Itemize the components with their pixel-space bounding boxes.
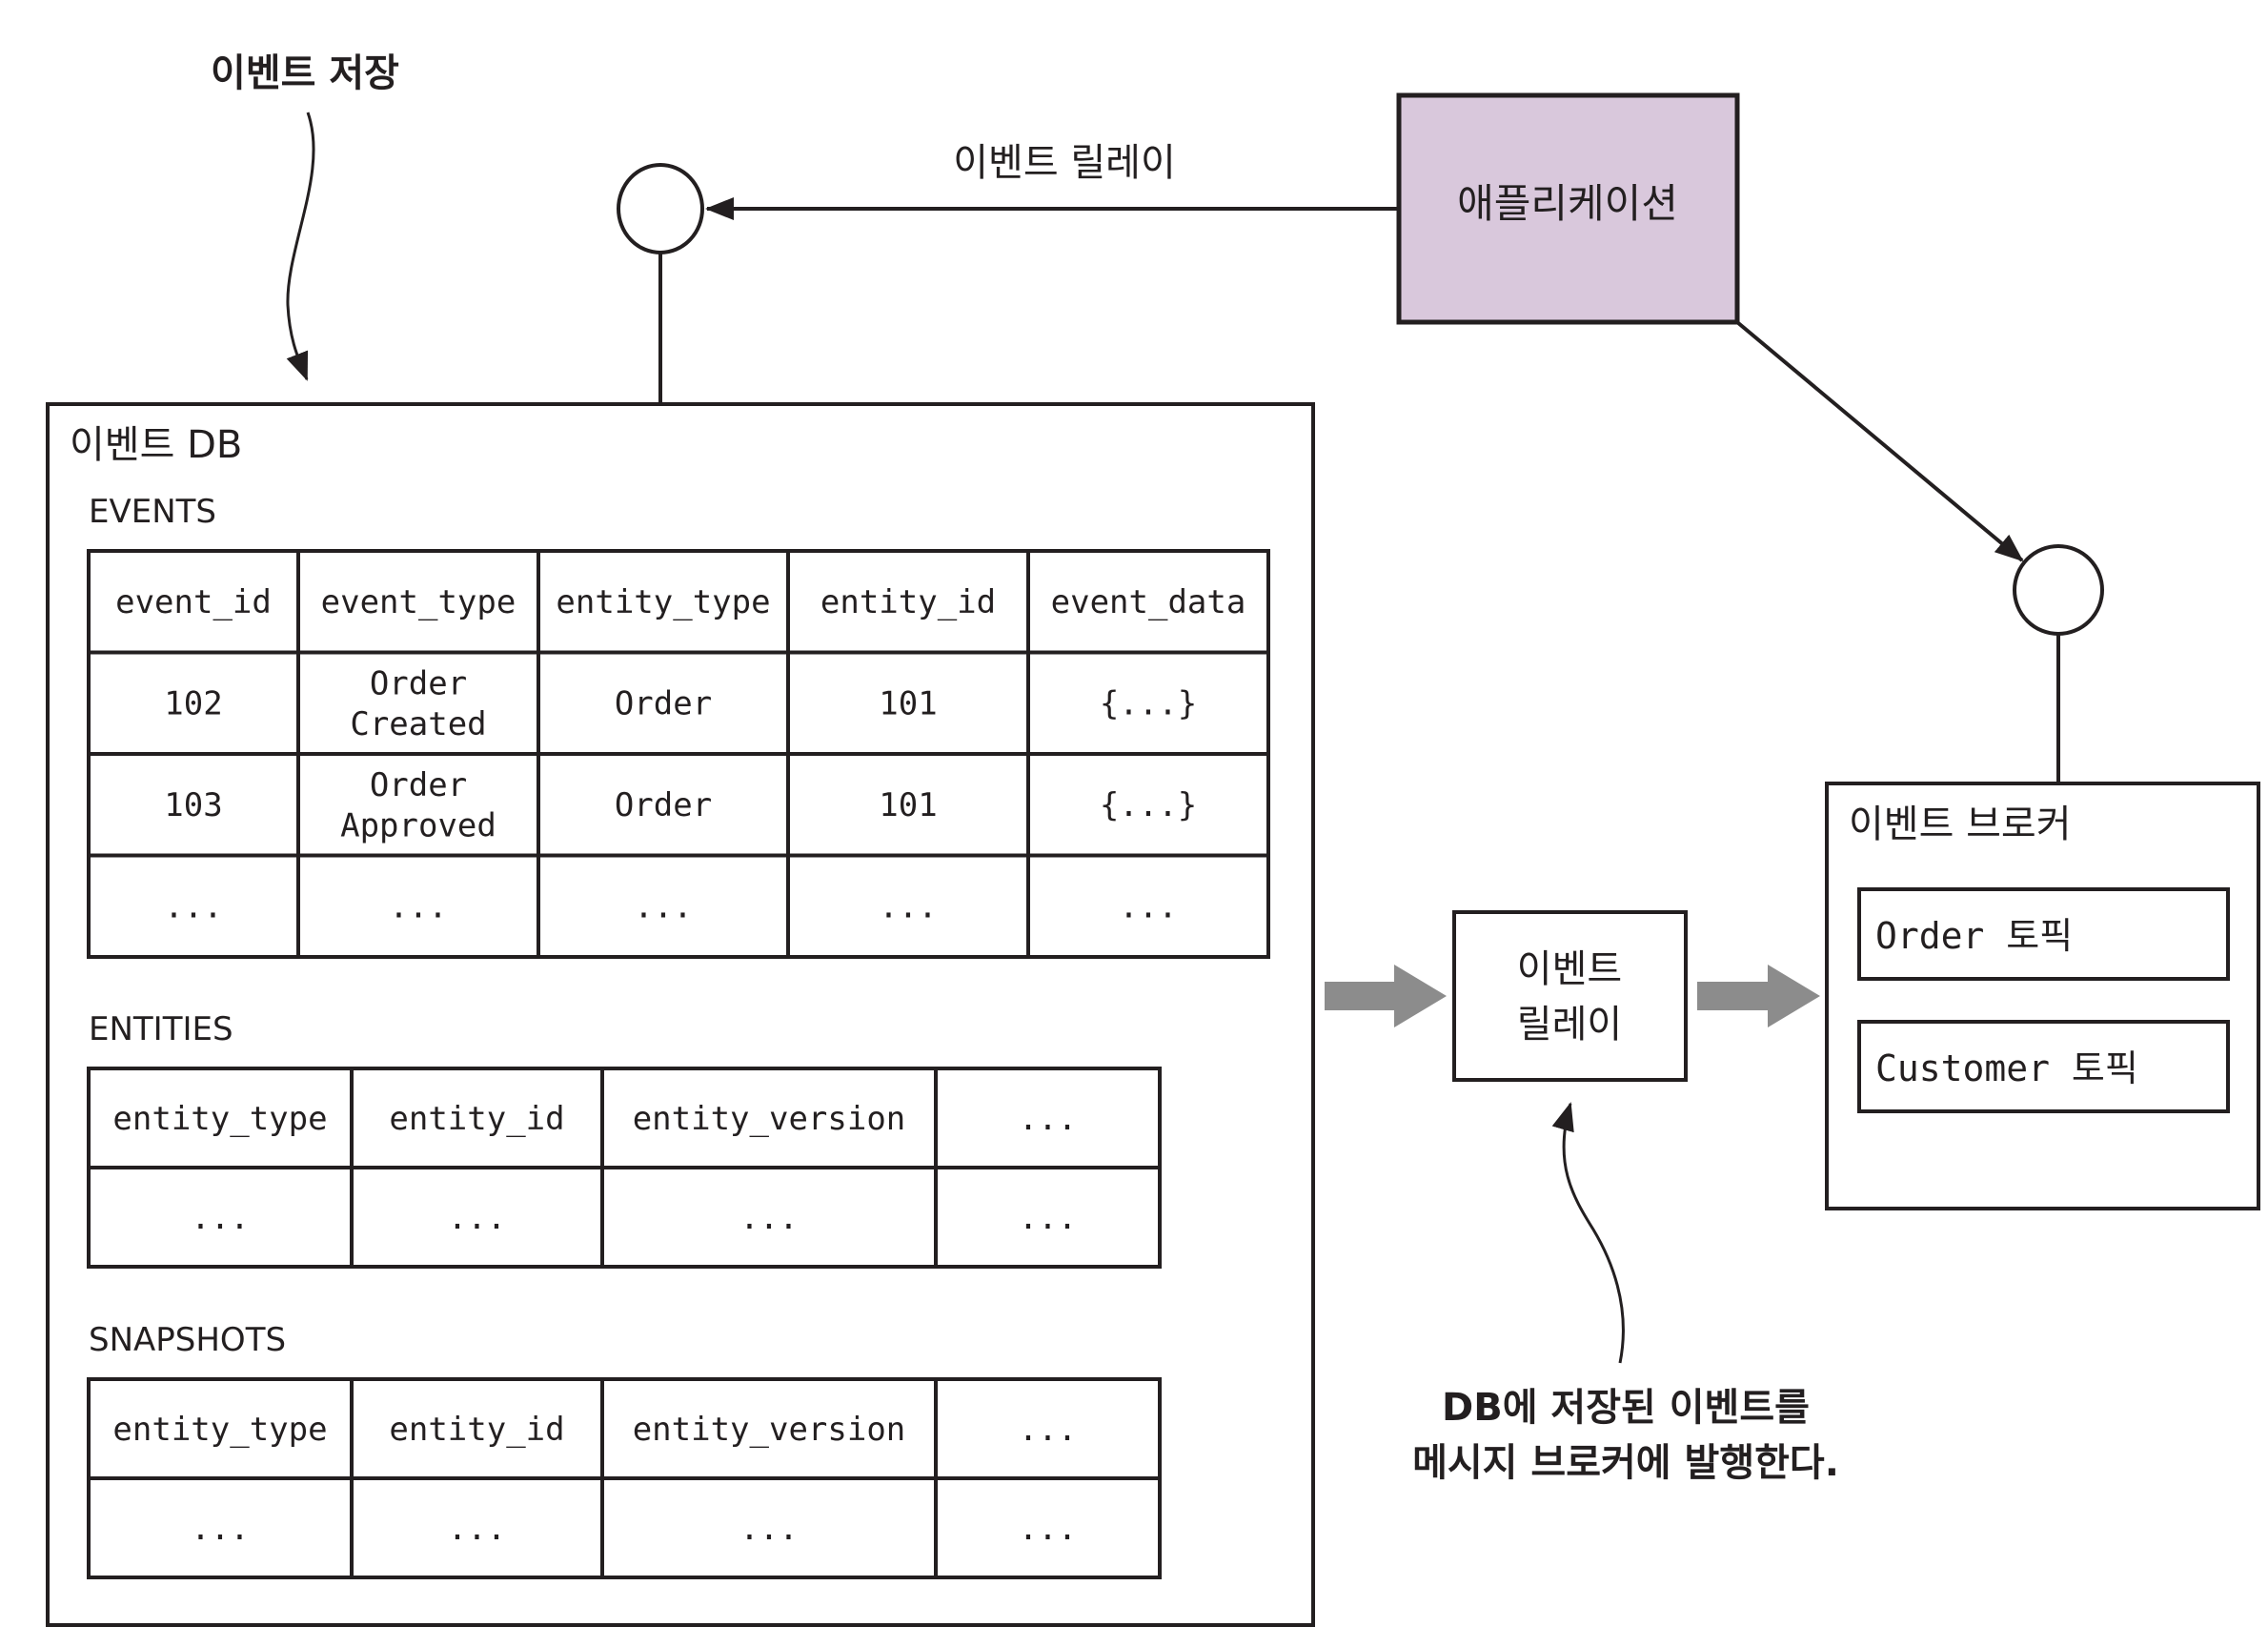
events-cell-text: 101 [879, 685, 937, 723]
events-cell-text: ... [1119, 888, 1177, 926]
event-relay-box-label-line2: 릴레이 [1517, 1003, 1622, 1047]
events-cell-text: {...} [1100, 685, 1197, 723]
events-cell-text: Order [615, 786, 712, 824]
snapshots-table: entity_type entity_id entity_version......… [87, 1377, 1162, 1579]
entities-table-cell [934, 1166, 1162, 1269]
snapshots-table-cell [87, 1476, 354, 1579]
entities-cell-text: ... [191, 1199, 249, 1237]
entities-table: entity_type entity_id entity_version......… [87, 1067, 1162, 1269]
events-table-cell [537, 650, 790, 756]
events-cell-text: ... [389, 888, 447, 926]
events-table-cell [1026, 752, 1270, 858]
events-table-cell [786, 853, 1030, 959]
event-db-box [46, 402, 1315, 1627]
snapshots-cell-text: ... [1019, 1510, 1077, 1548]
application-to-broker-arrow [1735, 320, 2024, 562]
snapshots-cell-text: ... [739, 1510, 798, 1548]
events-header-text: event_id [115, 583, 272, 621]
snapshots-cell-text: ... [191, 1510, 249, 1548]
entities-cell-text: ... [739, 1199, 798, 1237]
events-cell-text: Order [370, 664, 467, 702]
events-cell-text: Order [615, 685, 712, 723]
events-header-text: event_data [1051, 583, 1246, 621]
entities-cell-text: ... [448, 1199, 506, 1237]
entities-header-cell [87, 1067, 354, 1169]
snapshots-table-cell [600, 1476, 938, 1579]
relay-to-broker-flow-arrow [1697, 965, 1820, 1027]
customer-topic-box [1857, 1020, 2230, 1113]
entities-header-cell [934, 1067, 1162, 1169]
application-box [1396, 92, 1740, 325]
entities-table-cell [350, 1166, 604, 1269]
events-cell-text: Order [370, 766, 467, 804]
events-table-cell [87, 853, 300, 959]
relay-annotation-pointer-arrow [1551, 1102, 1625, 1364]
entities-header-text: ... [1019, 1100, 1077, 1138]
event-relay-edge-label: 이벤트 릴레이 [953, 141, 1176, 185]
entities-cell-text: ... [1019, 1199, 1077, 1237]
events-cell-text: Approved [340, 806, 496, 844]
events-table-cell [1026, 650, 1270, 756]
events-header-text: entity_type [556, 583, 770, 621]
snapshots-header-text: ... [1019, 1411, 1077, 1449]
events-table-cell [296, 752, 540, 858]
snapshots-header-text: entity_version [633, 1411, 906, 1449]
event-relay-box [1452, 910, 1688, 1082]
events-cell-text: 102 [164, 685, 222, 723]
events-header-text: entity_id [820, 583, 996, 621]
events-table-cell [87, 650, 300, 756]
event-relay-box-label-line1: 이벤트 [1517, 947, 1622, 991]
order-topic-label: Order 토픽 [1875, 915, 2073, 957]
application-label: 애플리케이션 [1457, 180, 1678, 227]
entities-header-text: entity_version [633, 1100, 906, 1138]
relay-annotation-line1: DB에 저장된 이벤트를 [1442, 1386, 1810, 1430]
events-header-text: event_type [321, 583, 516, 621]
entities-header-text: entity_type [112, 1100, 327, 1138]
events-table-cell [296, 853, 540, 959]
snapshots-table-cell [934, 1476, 1162, 1579]
events-cell-text: ... [634, 888, 692, 926]
entities-table-cell [600, 1166, 938, 1269]
events-table: event_id event_type entity_type entity_id ev… [87, 549, 1270, 959]
snapshots-header-cell [87, 1377, 354, 1480]
broker-interface-circle [2013, 544, 2104, 636]
events-table-title: EVENTS [89, 493, 216, 531]
events-cell-text: ... [879, 888, 937, 926]
event-store-label: 이벤트 저장 [211, 51, 399, 95]
events-table-cell [537, 853, 790, 959]
events-cell-text: Created [350, 705, 486, 743]
events-cell-text: {...} [1100, 786, 1197, 824]
entities-table-title: ENTITIES [89, 1010, 233, 1048]
events-table-cell [1026, 853, 1270, 959]
event-broker-box [1825, 782, 2260, 1210]
event-broker-label: 이벤트 브로커 [1849, 803, 2072, 846]
db-interface-circle [617, 163, 704, 254]
customer-topic-label: Customer 토픽 [1875, 1047, 2138, 1089]
event-db-label: 이벤트 DB [70, 423, 242, 467]
snapshots-header-text: entity_id [389, 1411, 564, 1449]
snapshots-header-text: entity_type [112, 1411, 327, 1449]
relay-annotation-line2: 메시지 브로커에 발행한다. [1412, 1441, 1839, 1485]
events-cell-text: 103 [164, 786, 222, 824]
events-cell-text: 101 [879, 786, 937, 824]
events-cell-text: ... [164, 888, 222, 926]
snapshots-table-cell [350, 1476, 604, 1579]
events-table-cell [786, 752, 1030, 858]
order-topic-box [1857, 887, 2230, 981]
entities-header-text: entity_id [389, 1100, 564, 1138]
snapshots-cell-text: ... [448, 1510, 506, 1548]
events-header-cell [786, 549, 1030, 655]
entities-table-cell [87, 1166, 354, 1269]
event-store-pointer-arrow [286, 112, 315, 381]
snapshots-table-title: SNAPSHOTS [89, 1321, 286, 1359]
db-to-relay-flow-arrow [1325, 965, 1447, 1027]
